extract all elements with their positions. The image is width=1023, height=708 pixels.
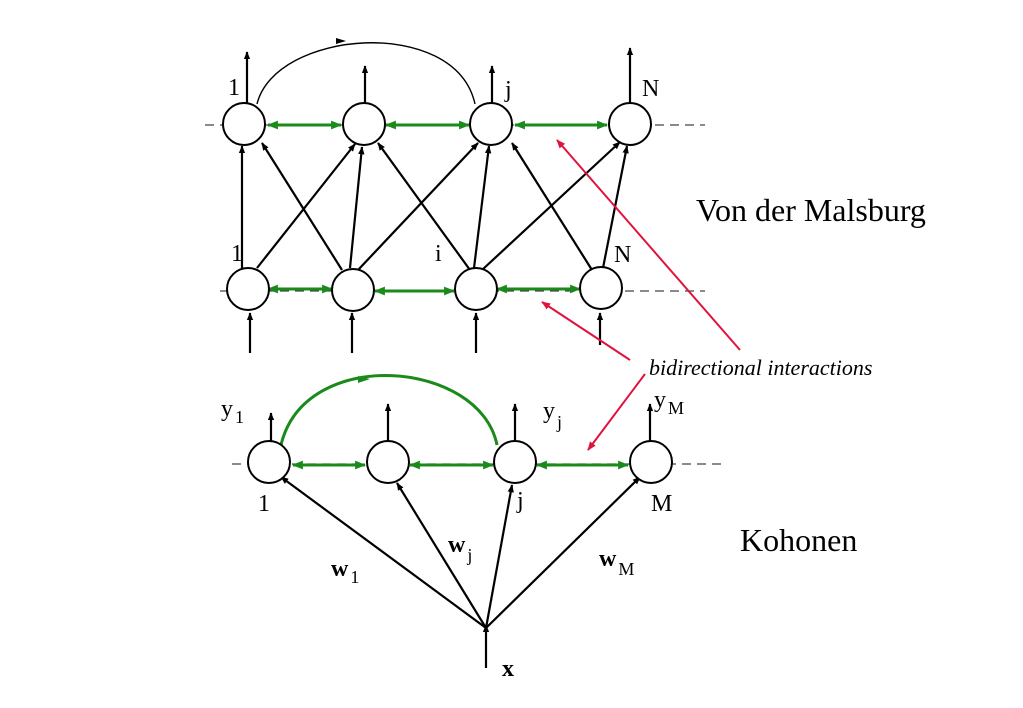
neuron-top-1: [222, 102, 266, 146]
neuron-bottom-N: [579, 266, 623, 310]
vdm-connection: [377, 142, 471, 271]
annotation-label: bidirectional interactions: [649, 355, 872, 380]
annotation-pointer: [556, 139, 741, 351]
vdm-top-label-N: N: [642, 76, 659, 102]
kohonen-long-range-arc: [279, 374, 499, 446]
vdm-bottom-label-1: 1: [231, 241, 243, 267]
annotation-pointers: [541, 139, 741, 451]
neuron-bottom-i: [454, 267, 498, 311]
vdm-connection: [357, 142, 479, 271]
kohonen-neuron-1: [247, 440, 291, 484]
vdm-bottom-neurons: [226, 266, 623, 312]
kohonen-weight-connection: [485, 476, 641, 629]
kohonen-node-label-1: 1: [258, 491, 270, 517]
vdm-top-neurons: [222, 102, 652, 146]
vdm-feedforward-connections: [238, 141, 629, 271]
kohonen-neuron-j: [493, 440, 537, 484]
kohonen-neurons: [247, 440, 673, 484]
kohonen-neuron-2: [366, 440, 410, 484]
neuron-top-N: [608, 102, 652, 146]
vdm-top-label-j: j: [504, 77, 512, 103]
vdm-bottom-label-N: N: [614, 242, 631, 268]
neuron-top-2: [342, 102, 386, 146]
vdm-title: Von der Malsburg: [696, 192, 926, 228]
vdm-bottom-label-i: i: [435, 241, 442, 267]
vdm-top-label-1: 1: [228, 75, 240, 101]
vdm-connection: [256, 143, 356, 269]
annotation-pointer: [587, 373, 646, 451]
kohonen-input-label: x: [502, 656, 514, 682]
kohonen-weight-connection: [280, 476, 487, 629]
kohonen-weight-connection: [396, 482, 487, 629]
vdm-arc-arrowhead: [336, 38, 346, 44]
vdm-connection: [348, 146, 365, 269]
neuron-top-j: [469, 102, 513, 146]
neuron-bottom-2: [331, 268, 375, 312]
vdm-long-range-arc: [256, 42, 476, 105]
vdm-top-layer: [205, 38, 705, 130]
kohonen-layer: [232, 374, 727, 668]
kohonen-title: Kohonen: [740, 522, 857, 558]
kohonen-node-label-j: j: [516, 488, 524, 514]
neuron-bottom-1: [226, 267, 270, 311]
vdm-bottom-layer: [220, 284, 705, 353]
vdm-connection: [472, 145, 492, 269]
vdm-connection: [511, 142, 593, 271]
kohonen-node-label-M: M: [651, 491, 672, 517]
kohonen-arc-arrowhead: [358, 376, 370, 383]
kohonen-neuron-M: [629, 440, 673, 484]
kohonen-weight-connection: [484, 484, 514, 629]
annotation-pointer: [541, 301, 631, 361]
vdm-connection: [261, 142, 343, 271]
